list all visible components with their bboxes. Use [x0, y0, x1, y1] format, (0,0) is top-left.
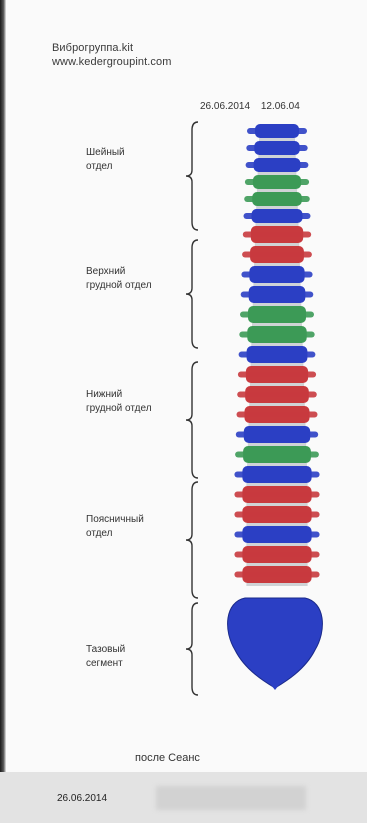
intervertebral-disc [246, 483, 307, 486]
redacted-block [156, 786, 306, 810]
label-cervical-line1: Шейный [86, 146, 186, 160]
brace-cervical [186, 122, 198, 230]
vertebra-process [237, 412, 318, 418]
intervertebral-disc [249, 423, 306, 426]
label-lumbar-line2: отдел [86, 527, 186, 541]
label-lower-thoracic-line1: Нижний [86, 388, 186, 402]
brace-upper-thoracic [186, 240, 198, 348]
label-lumbar: Поясничный отдел [86, 513, 186, 541]
intervertebral-disc [256, 223, 299, 226]
vertebra-process [247, 128, 307, 134]
footer-date: 26.06.2014 [57, 793, 107, 804]
label-pelvic: Тазовый сегмент [86, 643, 186, 671]
intervertebral-disc [259, 138, 295, 141]
vertebra-process [242, 252, 312, 258]
vertebra-process [241, 292, 314, 298]
vertebra-process [244, 213, 311, 219]
vertebra-process [237, 392, 317, 398]
vertebra-process [234, 552, 319, 558]
vertebra-process [244, 196, 310, 202]
intervertebral-disc [253, 283, 300, 286]
vertebra-process [234, 472, 319, 478]
vertebra-process [238, 372, 316, 378]
vertebra-process [234, 492, 319, 498]
vertebra-process [235, 452, 319, 458]
intervertebral-disc [249, 403, 305, 406]
spine-illustration [205, 110, 355, 690]
vertebra-process [234, 512, 319, 518]
brace-pelvic [186, 603, 198, 695]
label-pelvic-line2: сегмент [86, 657, 186, 671]
vertebra-process [243, 232, 311, 238]
intervertebral-disc [257, 189, 297, 192]
vertebra-process [239, 352, 316, 358]
label-cervical-line2: отдел [86, 160, 186, 174]
label-upper-thoracic: Верхний грудной отдел [86, 265, 186, 293]
brace-lumbar [186, 482, 198, 598]
label-upper-thoracic-line1: Верхний [86, 265, 186, 279]
intervertebral-disc [246, 523, 307, 526]
intervertebral-disc [247, 463, 307, 466]
vertebra-process [246, 145, 307, 151]
vertebra-process [240, 312, 314, 318]
brace-lower-thoracic [186, 362, 198, 478]
intervertebral-disc [258, 155, 295, 158]
sacrum [228, 598, 323, 688]
vertebra-process [236, 432, 318, 438]
intervertebral-disc [246, 583, 307, 586]
intervertebral-disc [251, 363, 304, 366]
vertebra-process [241, 272, 312, 278]
vertebra-process [245, 179, 309, 185]
vertebra-process [234, 532, 319, 538]
vertebrae-group [234, 124, 319, 586]
label-pelvic-line1: Тазовый [86, 643, 186, 657]
label-lumbar-line1: Поясничный [86, 513, 186, 527]
scan-edge-shadow [0, 0, 6, 823]
header-brand: Виброгруппа.kit [52, 42, 133, 54]
label-cervical: Шейный отдел [86, 146, 186, 174]
vertebra-process [246, 162, 309, 168]
header-website: www.kedergroupint.com [52, 56, 172, 68]
intervertebral-disc [255, 243, 299, 246]
intervertebral-disc [253, 303, 302, 306]
vertebra-process [234, 572, 319, 578]
label-lower-thoracic: Нижний грудной отдел [86, 388, 186, 416]
intervertebral-disc [246, 563, 307, 566]
intervertebral-disc [254, 263, 300, 266]
footer-caption: после Сеанс [135, 752, 200, 764]
intervertebral-disc [252, 323, 302, 326]
intervertebral-disc [248, 443, 306, 446]
label-upper-thoracic-line2: грудной отдел [86, 279, 186, 293]
intervertebral-disc [251, 343, 302, 346]
intervertebral-disc [258, 172, 297, 175]
intervertebral-disc [256, 206, 298, 209]
intervertebral-disc [246, 543, 307, 546]
vertebra-process [239, 332, 314, 338]
intervertebral-disc [246, 503, 307, 506]
intervertebral-disc [250, 383, 304, 386]
label-lower-thoracic-line2: грудной отдел [86, 402, 186, 416]
